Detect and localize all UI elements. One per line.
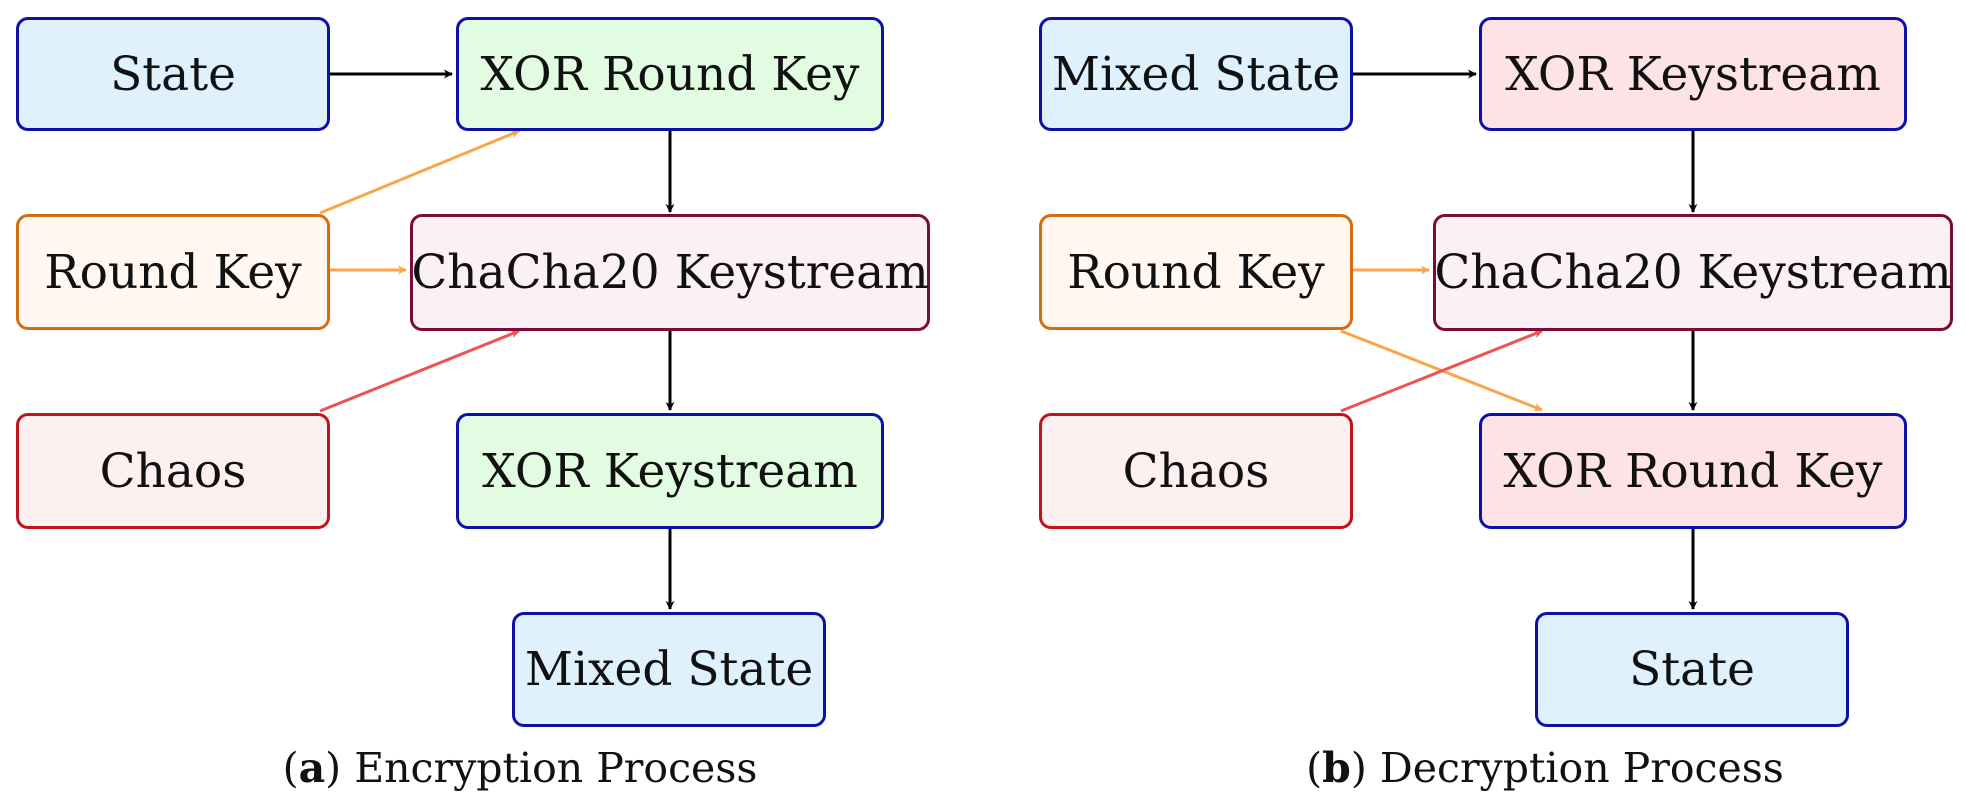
enc-caption-letter: a [298, 744, 326, 792]
dec-xor-round-key-box: XOR Round Key [1479, 413, 1907, 529]
enc-xor-keystream-label: XOR Keystream [482, 443, 858, 499]
dec-xor-keystream-label: XOR Keystream [1505, 46, 1881, 102]
enc-xor-keystream-box: XOR Keystream [456, 413, 884, 529]
dec-arrow-chaos-to-chacha [1340, 329, 1543, 413]
dec-caption-letter: b [1322, 744, 1351, 792]
enc-chaos-label: Chaos [99, 443, 247, 499]
enc-caption-text: Encryption Process [354, 744, 758, 792]
enc-chacha-box: ChaCha20 Keystream [410, 214, 930, 331]
enc-arrow-chaos-to-chacha [319, 329, 520, 413]
dec-caption-text: Decryption Process [1379, 744, 1784, 792]
enc-round-key-box: Round Key [16, 214, 330, 330]
enc-state-label: State [110, 46, 236, 102]
dec-xor-round-key-label: XOR Round Key [1503, 443, 1883, 499]
dec-xor-keystream-box: XOR Keystream [1479, 17, 1907, 131]
enc-arrow-round-key-to-xor-round-key [319, 129, 520, 215]
dec-caption: (b) Decryption Process [1306, 744, 1784, 792]
enc-chaos-box: Chaos [16, 413, 330, 529]
enc-mixed-state-label: Mixed State [524, 642, 814, 697]
enc-caption: (a) Encryption Process [282, 744, 758, 792]
enc-xor-round-key-label: XOR Round Key [480, 46, 860, 102]
dec-mixed-state-box: Mixed State [1039, 17, 1353, 131]
dec-chacha-box: ChaCha20 Keystream [1433, 214, 1953, 331]
dec-state-box: State [1535, 612, 1849, 727]
enc-chacha-label: ChaCha20 Keystream [411, 245, 929, 300]
dec-round-key-box: Round Key [1039, 214, 1353, 330]
dec-mixed-state-label: Mixed State [1051, 46, 1341, 102]
enc-round-key-label: Round Key [44, 244, 302, 300]
dec-state-label: State [1629, 642, 1755, 697]
dec-chaos-box: Chaos [1039, 413, 1353, 529]
dec-chacha-label: ChaCha20 Keystream [1434, 245, 1952, 300]
enc-xor-round-key-box: XOR Round Key [456, 17, 884, 131]
enc-mixed-state-box: Mixed State [512, 612, 826, 727]
enc-state-box: State [16, 17, 330, 131]
dec-chaos-label: Chaos [1122, 443, 1270, 499]
dec-round-key-label: Round Key [1067, 244, 1325, 300]
